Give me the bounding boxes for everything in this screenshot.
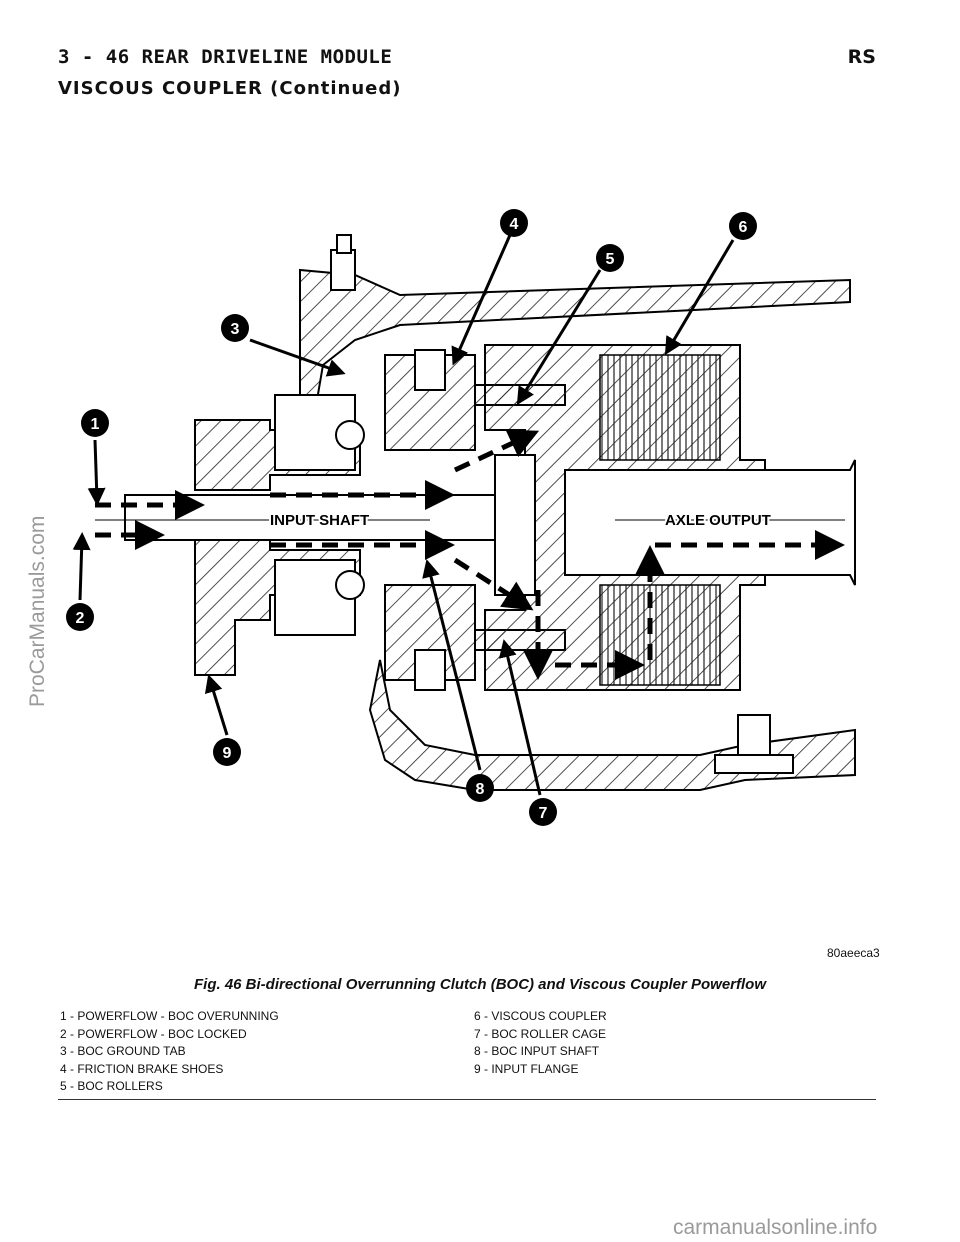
callout-1: 1 [81, 409, 109, 437]
legend-left: 1 - POWERFLOW - BOC OVERUNNING 2 - POWER… [60, 1008, 279, 1096]
input-shaft-label: INPUT SHAFT [270, 512, 369, 529]
legend-item: 7 - BOC ROLLER CAGE [474, 1026, 607, 1041]
svg-text:1: 1 [91, 416, 100, 433]
callout-leaders [72, 234, 735, 796]
svg-text:8: 8 [476, 781, 485, 798]
page-header: 3 - 46 REAR DRIVELINE MODULE RS [58, 46, 876, 76]
svg-text:9: 9 [223, 745, 232, 762]
callout-7: 7 [529, 798, 557, 826]
powerflow-diagram: 1 2 3 4 5 6 7 8 9 INPUT SHAFT AXLE OUTPU… [66, 209, 856, 826]
outer-housing [299, 234, 856, 791]
callout-6: 6 [729, 212, 757, 240]
legend-item: 2 - POWERFLOW - BOC LOCKED [60, 1026, 247, 1041]
callout-markers: 1 2 3 4 5 6 7 8 9 [66, 209, 757, 826]
model-code: RS [839, 46, 876, 68]
legend-item: 3 - BOC GROUND TAB [60, 1044, 186, 1058]
powerflow-arrows [95, 429, 845, 680]
svg-text:2: 2 [76, 610, 85, 627]
callout-3: 3 [221, 314, 249, 342]
svg-text:3: 3 [231, 321, 240, 338]
callout-8: 8 [466, 774, 494, 802]
callout-4: 4 [500, 209, 528, 237]
callout-2: 2 [66, 603, 94, 631]
legend-item: 4 - FRICTION BRAKE SHOES [60, 1061, 224, 1076]
svg-text:5: 5 [606, 251, 615, 268]
page-reference: 3 - 46 REAR DRIVELINE MODULE [58, 46, 401, 68]
axle-output-label: AXLE OUTPUT [665, 512, 771, 529]
callout-9: 9 [213, 738, 241, 766]
svg-text:4: 4 [510, 216, 519, 233]
legend-item: 6 - VISCOUS COUPLER [474, 1009, 607, 1023]
bottom-rule [58, 1099, 876, 1100]
section-title: VISCOUS COUPLER (Continued) [58, 78, 402, 99]
figure-id: 80aeeca3 [827, 946, 880, 960]
side-watermark: ProCarManuals.com [26, 515, 49, 707]
callout-5: 5 [596, 244, 624, 272]
legend-item: 9 - INPUT FLANGE [474, 1061, 579, 1076]
legend-item: 8 - BOC INPUT SHAFT [474, 1044, 600, 1058]
legend-right: 6 - VISCOUS COUPLER 7 - BOC ROLLER CAGE … [474, 1008, 607, 1078]
viscous-coupler [484, 344, 766, 691]
bottom-watermark: carmanualsonline.info [673, 1216, 878, 1239]
figure-caption: Fig. 46 Bi-directional Overrunning Clutc… [194, 976, 766, 993]
svg-text:6: 6 [739, 219, 748, 236]
legend-item: 5 - BOC ROLLERS [60, 1079, 163, 1093]
svg-text:7: 7 [539, 805, 548, 822]
legend-item: 1 - POWERFLOW - BOC OVERUNNING [60, 1009, 279, 1023]
